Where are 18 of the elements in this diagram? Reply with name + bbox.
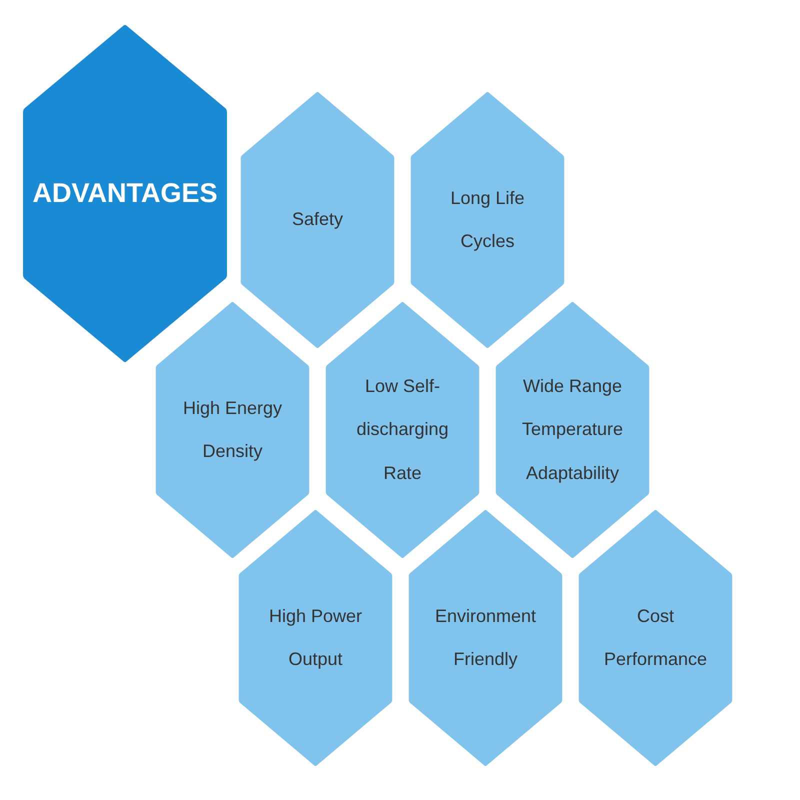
tile-label: High Power Output: [268, 604, 364, 671]
hexagon-tile: [238, 510, 393, 766]
tile-label: Long Life Cycles: [449, 186, 526, 253]
tile-label: Environment Friendly: [434, 604, 538, 671]
hexagon-tile: [410, 92, 565, 348]
tile-label: Low Self-discharging Rate: [355, 375, 450, 485]
hexagon-tile: [155, 302, 310, 558]
hexagon-tile: [408, 510, 563, 766]
tile-label: Cost Performance: [602, 604, 708, 671]
tile-label: Wide Range Temperature Adaptability: [520, 375, 624, 485]
tile-label: High Energy Density: [182, 396, 284, 463]
hexagon-tile: [578, 510, 733, 766]
hexagon-tile: [240, 92, 395, 348]
tile-label: Safety: [292, 208, 344, 232]
hexagon-tile: [325, 302, 480, 558]
hexagon-tile: [22, 25, 228, 362]
tile-label: ADVANTAGES: [32, 176, 218, 210]
hexagon-tile: [495, 302, 650, 558]
